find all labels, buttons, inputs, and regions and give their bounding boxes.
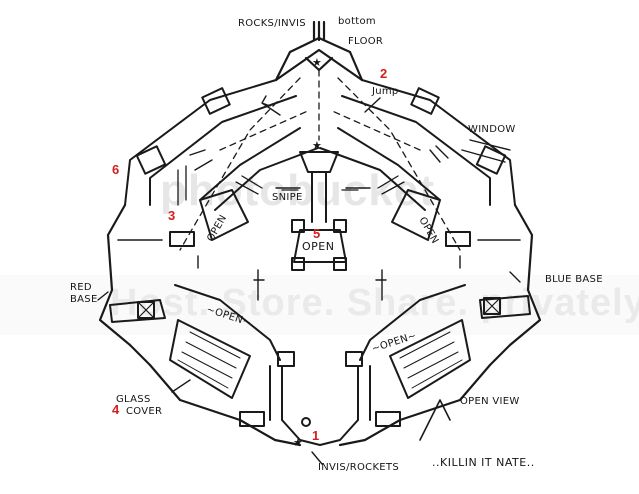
open-center-label: OPEN	[302, 240, 334, 253]
open-right-ramp-label: OPEN	[416, 215, 440, 246]
red-base-label-line1: RED	[70, 282, 92, 293]
bottom-floor-label-line2: FLOOR	[348, 36, 383, 47]
watermark-band	[0, 275, 639, 335]
marker-1: 1	[312, 428, 319, 443]
open-view-mark	[419, 399, 451, 441]
marker-6: 6	[112, 162, 119, 177]
signature-label: ..KILLIN IT NATE..	[432, 456, 535, 469]
marker-3: 3	[168, 208, 175, 223]
outer-wall	[98, 203, 542, 447]
invis-rockets-label: INVIS/ROCKETS	[318, 462, 399, 473]
blue-base-label: BLUE BASE	[545, 274, 603, 285]
mid-ramps	[169, 175, 471, 247]
red-base-label-line2: BASE	[70, 294, 98, 305]
lower-passage	[239, 269, 401, 446]
right-glass-cover	[345, 284, 471, 399]
red-base	[109, 299, 166, 323]
direction-arrows	[97, 95, 521, 465]
numbered-markers: 1 2 3 4 5 6	[112, 66, 387, 443]
star-icon: ★	[312, 56, 322, 69]
open-view-label: OPEN VIEW	[460, 396, 520, 407]
left-glass-cover	[169, 284, 295, 399]
jump-label: Jump	[371, 86, 399, 97]
watermark-tagline: Host. Store. Share. privately	[110, 282, 639, 324]
bottom-floor-label-line1: bottom	[338, 16, 376, 27]
upper-left-arm	[124, 79, 319, 211]
blue-base	[479, 295, 531, 319]
glass-cover-label-line1: GLASS	[116, 394, 151, 405]
snipe-tower	[281, 151, 359, 271]
labels: ROCKS/INVIS bottom FLOOR Jump WINDOW RED…	[70, 16, 603, 473]
marker-4: 4	[112, 402, 120, 417]
marker-2: 2	[380, 66, 387, 81]
tower-star-icon: ★	[312, 139, 322, 152]
window-label: WINDOW	[468, 124, 516, 135]
invis-star-icon: ★	[293, 436, 303, 449]
glass-cover-label-line2: COVER	[126, 406, 162, 417]
marker-5: 5	[313, 226, 320, 241]
snipe-label: SNIPE	[272, 192, 303, 203]
rocks-invis-label: ROCKS/INVIS	[238, 18, 306, 29]
upper-right-arm	[319, 79, 516, 211]
